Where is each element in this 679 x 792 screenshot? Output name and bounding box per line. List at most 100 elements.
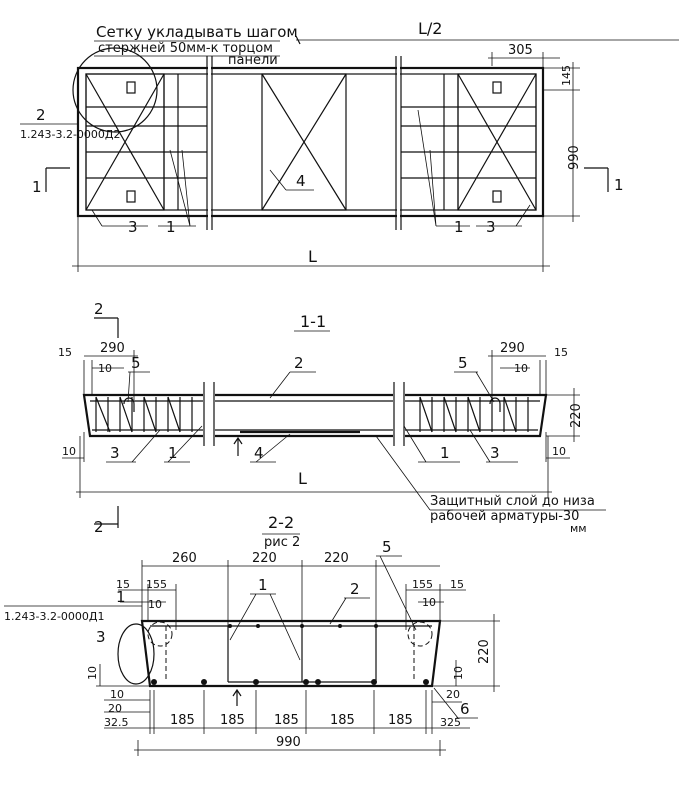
section-2-2-dim-220b: 220 — [324, 551, 349, 566]
plan-view: Сетку укладывать шагом стержней 50мм-к т… — [20, 19, 679, 272]
section-2-2-185-3: 185 — [274, 713, 299, 728]
bottom-bar — [371, 679, 377, 685]
plan-center-mesh — [261, 73, 347, 211]
section-2-2-top-dims — [141, 560, 440, 626]
section-1-1-title: 1-1 — [300, 312, 326, 331]
section-2-2-detail-ellipse — [117, 623, 155, 685]
bottom-bar — [201, 679, 207, 685]
plan-note-line2: стержней 50мм-к торцом — [98, 41, 273, 56]
plan-305-dim — [488, 52, 560, 70]
section-1-1-cut-bottom — [94, 506, 119, 528]
plan-callout-1-right: 1 — [454, 218, 464, 236]
section-1-1-callout-1-right: 1 — [440, 444, 450, 462]
section-2-2-dim-260: 260 — [172, 551, 197, 566]
section-1-1-290-left: 290 — [100, 341, 125, 356]
plan-callout-4: 4 — [296, 172, 306, 190]
plan-left-verticals — [163, 74, 179, 210]
plan-left-bars — [86, 106, 207, 179]
plan-span-label: L — [308, 247, 317, 266]
section-2-2-15-right: 15 — [450, 578, 464, 591]
section-2-2-220: 220 — [477, 639, 492, 664]
plan-half-span-label: L/2 — [418, 19, 442, 38]
section-2-2-185-1: 185 — [170, 713, 195, 728]
section-1-1-callout-4: 4 — [254, 444, 264, 462]
plan-callout-3-left: 3 — [128, 218, 138, 236]
plan-note-line1: Сетку укладывать шагом — [96, 23, 298, 41]
section-1-1-10-bottom-right: 10 — [552, 445, 566, 458]
plan-outline — [76, 66, 545, 218]
bottom-bar — [315, 679, 321, 685]
plan-section-left-label: 1 — [32, 178, 42, 196]
section-1-1-cut-bottom-label: 2 — [94, 518, 104, 536]
section-2-2-subtitle: рис 2 — [264, 535, 300, 550]
section-2-2-callout-6: 6 — [460, 700, 470, 718]
section-1-1-10-bottom-left: 10 — [62, 445, 76, 458]
plan-145-label: 145 — [560, 65, 573, 86]
section-1-1-callout-5-left: 5 — [131, 354, 141, 372]
section-2-2-ref-mark: 1 — [116, 588, 126, 606]
plan-section-right-label: 1 — [614, 176, 624, 194]
section-2-2-10-side-right: 10 — [452, 666, 465, 680]
section-2-2-callout-3: 3 — [96, 628, 106, 646]
section-2-2-bottom-dims — [104, 690, 470, 734]
plan-305-label: 305 — [508, 43, 533, 58]
section-2-2-155-left: 155 — [146, 578, 167, 591]
plan-990-label: 990 — [567, 145, 582, 170]
section-1-1-220: 220 — [569, 403, 584, 428]
plan-span-dim — [72, 216, 550, 272]
plan-left-cross — [85, 73, 165, 211]
section-2-2-10-right: 10 — [422, 596, 436, 609]
section-2-2-15-left: 15 — [116, 578, 130, 591]
section-2-2-10-left: 10 — [148, 598, 162, 611]
plan-callout-3-right: 3 — [486, 218, 496, 236]
plan-detail-circle — [72, 47, 158, 133]
section-1-1: 1-1 2 2 15 290 10 — [58, 300, 606, 536]
section-2-2-dim-220a: 220 — [252, 551, 277, 566]
section-1-1-callout-1-left: 1 — [168, 444, 178, 462]
section-1-1-290-right: 290 — [500, 341, 525, 356]
section-2-2-title: 2-2 — [268, 513, 294, 532]
section-1-1-callout-2: 2 — [294, 354, 304, 372]
section-2-2-185-2: 185 — [220, 713, 245, 728]
section-2-2-325-left: 32.5 — [104, 716, 129, 729]
section-1-1-10-right: 10 — [514, 362, 528, 375]
section-2-2-20-right: 20 — [446, 688, 460, 701]
plan-ref-code: 1.243-3.2-0000Д2 — [20, 128, 121, 141]
section-1-1-15-right: 15 — [554, 346, 568, 359]
bottom-bar — [423, 679, 429, 685]
plan-right-dims — [543, 62, 580, 222]
bottom-bar — [253, 679, 259, 685]
section-2-2-10-side-left: 10 — [86, 666, 99, 680]
section-1-1-span: L — [298, 469, 307, 488]
plan-ref-mark: 2 — [36, 106, 46, 124]
section-1-1-cut-top-label: 2 — [94, 300, 104, 318]
section-2-2-990: 990 — [276, 735, 301, 750]
section-2-2-20-left: 20 — [108, 702, 122, 715]
section-1-1-callout-3-right: 3 — [490, 444, 500, 462]
section-2-2-callout-2: 2 — [350, 580, 360, 598]
section-1-1-dims-left — [83, 350, 138, 400]
section-2-2-body — [140, 619, 442, 688]
section-2-2-cages — [227, 626, 377, 683]
section-2-2-callout-5: 5 — [382, 538, 392, 556]
section-1-1-cut-top — [94, 317, 119, 338]
plan-callout-1-left: 1 — [166, 218, 176, 236]
plan-right-verticals — [443, 74, 459, 210]
bottom-bar — [151, 679, 157, 685]
plan-note-line3: панели — [228, 53, 278, 68]
plan-right-bars — [401, 106, 536, 179]
section-2-2-185-4: 185 — [330, 713, 355, 728]
section-2-2-callout-1: 1 — [258, 576, 268, 594]
section-1-1-callout-5-right: 5 — [458, 354, 468, 372]
plan-right-cross — [457, 73, 537, 211]
plan-section-mark-right — [584, 167, 609, 192]
section-2-2: 2-2 рис 2 260 220 220 1 — [4, 513, 500, 756]
section-2-2-185-5: 185 — [388, 713, 413, 728]
plan-center-cross — [261, 73, 347, 211]
section-1-1-callout-3-left: 3 — [110, 444, 120, 462]
section-1-1-10-left: 10 — [98, 362, 112, 375]
section-1-1-note-line3: мм — [570, 522, 587, 535]
section-1-1-dims-right — [488, 350, 547, 400]
plan-section-mark-left — [45, 167, 70, 192]
